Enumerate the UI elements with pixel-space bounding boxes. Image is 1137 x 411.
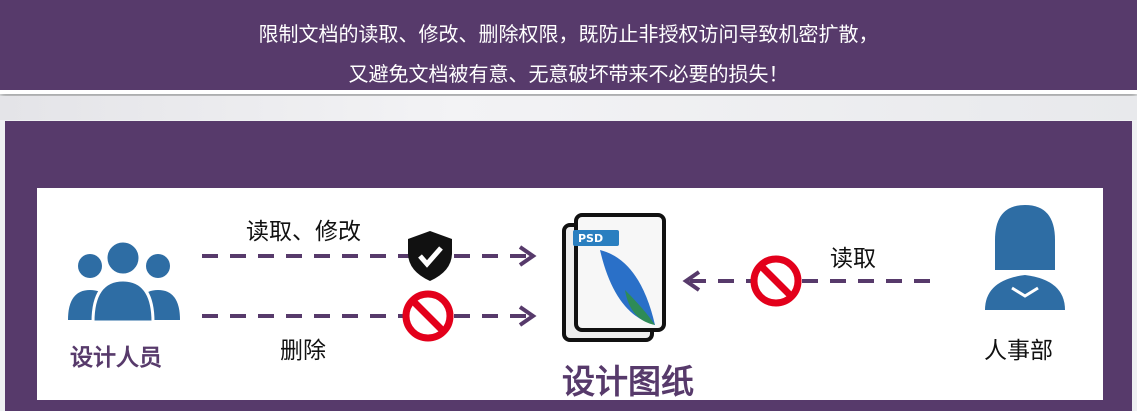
- label-delete: 删除: [280, 338, 326, 364]
- arrow-delete: [202, 305, 537, 327]
- banner-line-2: 又避免文档被有意、无意破坏带来不必要的损失！: [348, 62, 789, 86]
- label-design-drawing: 设计图纸: [562, 362, 694, 401]
- forbidden-icon: [750, 255, 802, 307]
- top-banner: 限制文档的读取、修改、删除权限，既防止非授权访问导致机密扩散， 又避免文档被有意…: [0, 0, 1137, 94]
- psd-badge: PSD: [578, 232, 604, 245]
- label-read-modify: 读取、修改: [246, 219, 361, 245]
- group-people-icon: [68, 239, 180, 324]
- label-hr: 人事部: [984, 338, 1053, 364]
- decorative-strip: [0, 96, 1137, 120]
- shield-check-icon: [408, 231, 452, 281]
- label-read: 读取: [830, 246, 876, 272]
- arrow-read-modify: [202, 245, 537, 267]
- person-icon: [985, 205, 1065, 310]
- arrow-read-hr: [682, 270, 935, 292]
- banner-line-1: 限制文档的读取、修改、删除权限，既防止非授权访问导致机密扩散，: [258, 22, 879, 46]
- psd-file-icon: [562, 213, 666, 342]
- label-designers: 设计人员: [70, 345, 162, 371]
- forbidden-icon: [402, 290, 454, 342]
